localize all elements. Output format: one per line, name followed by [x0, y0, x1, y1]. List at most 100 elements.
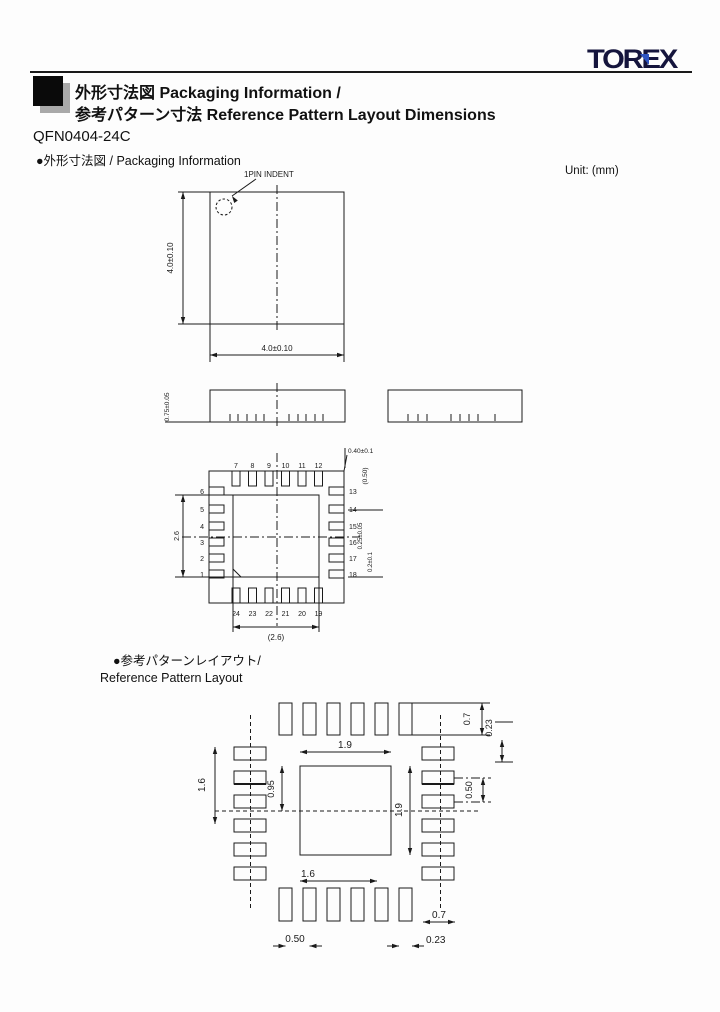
package-side-view-drawing: 0.75±0.05 [164, 383, 523, 429]
land-pad [421, 818, 455, 833]
land-pad [302, 702, 317, 736]
arrowhead [278, 943, 286, 949]
pin-number: 16 [349, 540, 357, 547]
package-bottom-view-drawing: 7 8 9 10 11 12 6 5 4 3 2 1 13 14 15 16 1… [174, 448, 383, 642]
land-pads [233, 702, 455, 922]
arrowhead [423, 919, 430, 925]
lead-shape [209, 504, 225, 514]
dim-thickness-label: 0.75±0.05 [164, 392, 171, 421]
land-pad [398, 702, 413, 736]
lead-shape [328, 553, 344, 563]
pin-number: 3 [200, 540, 204, 547]
pin-number: 7 [234, 463, 238, 470]
dim-lead-width-label: 0.25±0.05 [358, 522, 364, 549]
pin-number: 1 [200, 572, 204, 579]
pin1-leader-line [231, 178, 257, 197]
land-pad [421, 794, 455, 809]
dim-pad-width-top-label: 0.23 [484, 719, 494, 737]
arrowhead [212, 747, 218, 754]
arrowhead [210, 352, 217, 358]
arrowhead [499, 740, 505, 747]
land-pad [398, 887, 413, 922]
arrowhead [233, 624, 240, 630]
arrowhead [480, 795, 486, 802]
land-pad [421, 842, 455, 857]
land-pad [421, 770, 455, 785]
dim-pitch-right-label: 0.50 [464, 781, 474, 799]
arrowhead [300, 749, 307, 755]
pin-number: 2 [200, 556, 204, 563]
land-pad [233, 818, 267, 833]
dim-pad-height-top-label: 0.7 [462, 713, 472, 726]
pin-number: 23 [249, 611, 257, 618]
pin-number: 5 [200, 507, 204, 514]
pin-number: 10 [282, 463, 290, 470]
page-title-line1: 外形寸法図 Packaging Information / [75, 85, 341, 102]
dim-pad-width-bottom-label: 0.23 [426, 935, 446, 946]
lead-shape [281, 587, 290, 603]
land-pad [326, 887, 341, 922]
pin-number: 17 [349, 556, 357, 563]
arrowhead [479, 703, 485, 710]
lead-shape [328, 504, 344, 514]
pin-number: 12 [315, 463, 323, 470]
lead-shape [209, 486, 225, 496]
pin-number: 18 [349, 572, 357, 579]
arrowhead [479, 728, 485, 735]
arrowhead [448, 919, 455, 925]
lead-shape [297, 471, 307, 487]
land-pad [278, 887, 293, 922]
dim-inner-height-label: 1.9 [394, 803, 405, 817]
section-packaging-info: ●外形寸法図 / Packaging Information [36, 154, 241, 168]
torex-logo-triangle-icon [640, 54, 649, 65]
lead-shape [297, 587, 307, 603]
lead-tick-marks [229, 414, 496, 421]
section-pattern-jp: ●参考パターンレイアウト/ [113, 654, 261, 668]
arrowhead [337, 352, 344, 358]
land-pad [302, 887, 317, 922]
arrowhead [309, 943, 317, 949]
lead-shape [281, 471, 290, 487]
pin-number: 4 [200, 524, 204, 531]
unit-label: Unit: (mm) [565, 165, 619, 177]
lead-shape [231, 587, 241, 603]
arrowhead [370, 878, 377, 884]
lead-shape [209, 537, 225, 547]
land-pad [350, 887, 365, 922]
arrowhead [312, 624, 319, 630]
dim-lead-tip-label: 0.2±0.1 [368, 551, 374, 572]
arrowhead [407, 766, 413, 773]
land-pad [374, 702, 389, 736]
pin-number: 13 [349, 489, 357, 496]
arrowhead [279, 804, 285, 811]
header-rule [30, 71, 692, 73]
arrowhead [232, 196, 238, 203]
arrowhead [412, 943, 419, 949]
dim-epad-height-label: 2.6 [174, 531, 181, 541]
exposed-pad-outline [232, 494, 320, 578]
land-pad [421, 746, 455, 761]
lead-shape [328, 569, 344, 579]
lead-shape [328, 537, 344, 547]
part-number: QFN0404-24C [33, 128, 131, 145]
pin-number: 21 [282, 611, 290, 618]
lead-shape [328, 486, 344, 496]
land-pad [278, 702, 293, 736]
lead-shape [231, 471, 241, 487]
pin-number: 11 [298, 463, 305, 470]
lead-shape [209, 569, 225, 579]
dim-inner-width-label: 1.9 [338, 740, 352, 751]
dim-epad-width-label: (2.6) [268, 633, 285, 642]
lead-shape [209, 553, 225, 563]
lead-shape [264, 471, 274, 487]
lead-shape [314, 471, 323, 487]
arrowhead [180, 192, 186, 199]
pin-number: 9 [267, 463, 271, 470]
dim-width-label: 4.0±0.10 [261, 344, 293, 353]
dim-bottom-span-label: 1.6 [301, 869, 315, 880]
dim-half-span-label: 0.95 [266, 780, 276, 798]
arrowheads [180, 495, 319, 630]
package-top-view-drawing: 1PIN INDENT 4.0±0.10 4.0±0.10 [166, 170, 345, 362]
arrowhead [180, 495, 186, 502]
